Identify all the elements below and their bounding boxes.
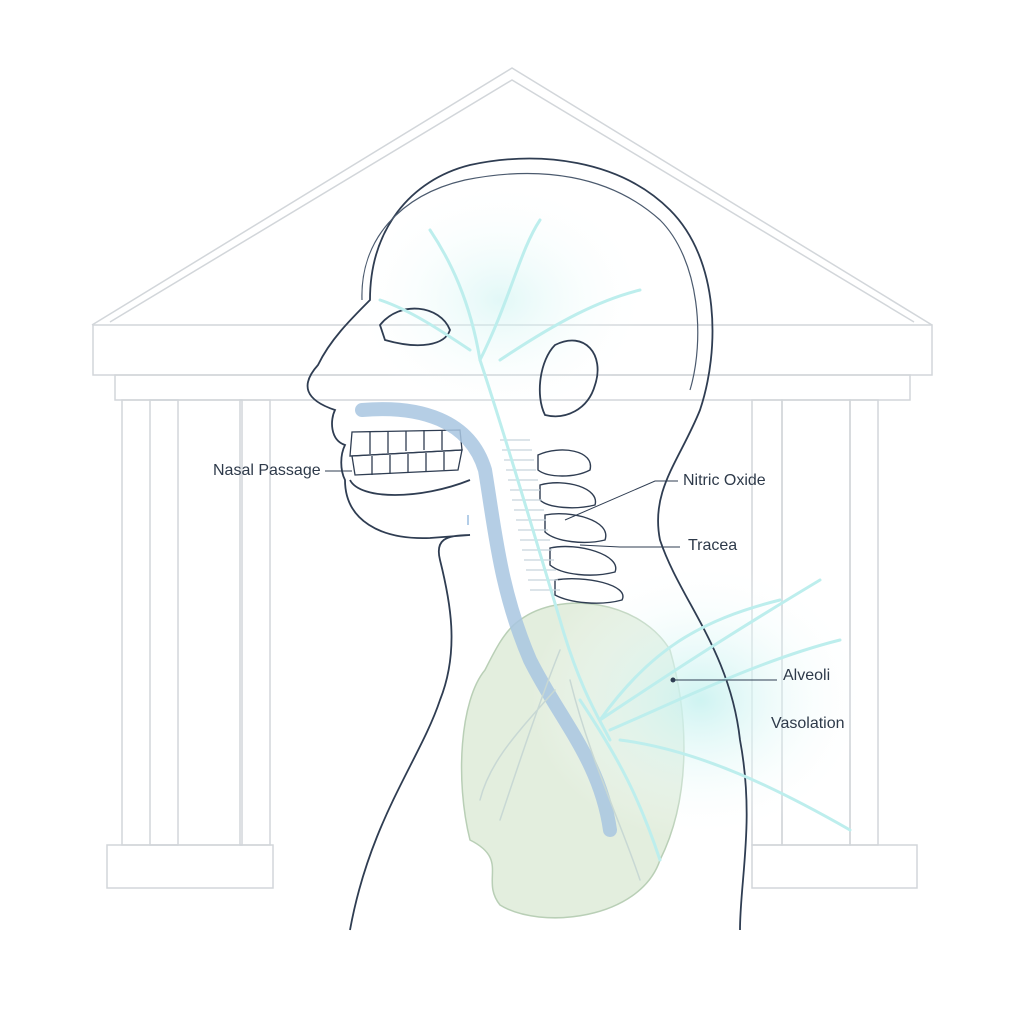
glow-effect [530, 560, 870, 840]
label-nitric-oxide: Nitric Oxide [683, 472, 766, 489]
label-trachea: Tracea [688, 537, 738, 554]
jaw [349, 479, 471, 496]
vertebrae [537, 449, 624, 604]
temple-roof [91, 67, 933, 326]
label-vasodilation: Vasolation [771, 715, 845, 732]
label-nasal-passage: Nasal Passage [213, 462, 321, 479]
label-alveoli: Alveoli [783, 667, 831, 684]
branches [378, 218, 852, 881]
nasal-airway [355, 402, 617, 837]
trachea-rings [500, 439, 560, 591]
ear [538, 339, 599, 418]
body-outline [306, 157, 748, 931]
leader-lines [325, 470, 777, 683]
left-columns [106, 399, 274, 889]
teeth [349, 429, 463, 476]
